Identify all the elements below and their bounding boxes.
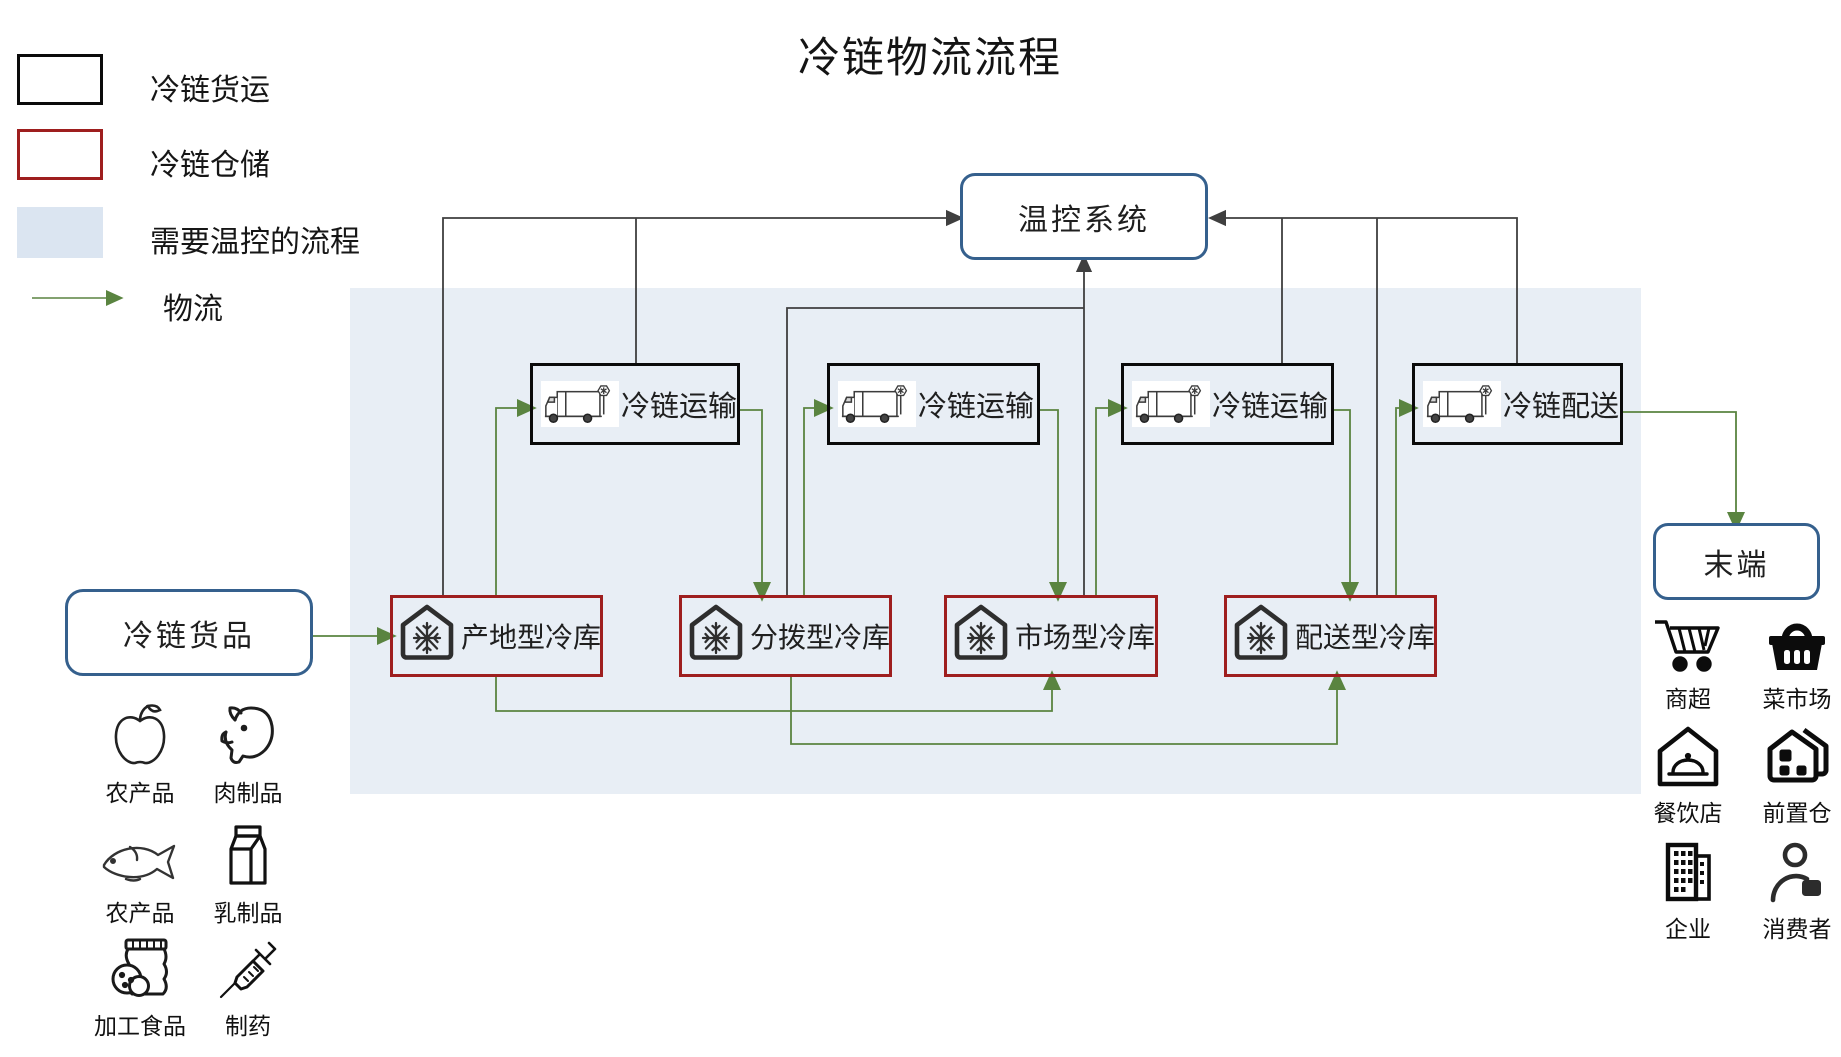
product-item: 制药 — [193, 933, 303, 1041]
endpoint-label: 菜市场 — [1762, 686, 1832, 712]
product-label: 乳制品 — [213, 900, 283, 926]
flow-transport1-to-warehouse2 — [740, 409, 771, 602]
warehouse1-label: 产地型冷库 — [461, 622, 602, 653]
cart-icon — [1652, 614, 1724, 674]
endpoint-item: 消费者 — [1749, 838, 1841, 944]
endpoint-label: 前置仓 — [1762, 800, 1832, 826]
terminal-label: 末端 — [1703, 548, 1770, 582]
transport4-node: 冷链配送 — [1412, 363, 1623, 445]
cold-storage-house-icon — [954, 604, 1008, 669]
transport3-node: 冷链运输 — [1121, 363, 1334, 445]
building-icon — [1661, 838, 1715, 904]
temp-system-node: 温控系统 — [960, 173, 1208, 260]
fish-icon — [100, 826, 180, 888]
endpoint-label: 消费者 — [1762, 916, 1832, 942]
product-item: 乳制品 — [193, 825, 303, 928]
warehouse2-node: 分拨型冷库 — [679, 595, 892, 677]
product-item: 农产品 — [85, 826, 195, 928]
transport1-label: 冷链运输 — [621, 391, 738, 423]
product-item: 加工食品 — [85, 933, 195, 1041]
warehouse4-label: 配送型冷库 — [1295, 622, 1436, 653]
temp-system-label: 温控系统 — [1018, 203, 1150, 237]
warehouse3-label: 市场型冷库 — [1015, 622, 1156, 653]
legend-storage-swatch — [17, 129, 103, 180]
terminal-node: 末端 — [1653, 523, 1820, 600]
product-label: 肉制品 — [213, 780, 283, 806]
flow-warehouse1-to-transport1 — [495, 399, 537, 595]
apple-icon — [111, 698, 169, 768]
product-label: 制药 — [225, 1013, 271, 1039]
transport3-label: 冷链运输 — [1212, 391, 1329, 423]
endpoint-label: 餐饮店 — [1653, 800, 1723, 826]
refrigerated-truck-icon — [1132, 381, 1210, 427]
wire-warehouse1-to-temp-system — [442, 209, 964, 595]
forward-warehouse-icon — [1764, 722, 1830, 788]
legend-temp-zone-swatch — [17, 207, 103, 258]
legend-freight-swatch — [17, 54, 103, 105]
temp-monitoring-wires — [442, 209, 1518, 595]
page-title: 冷链物流流程 — [797, 34, 1062, 81]
transport1-node: 冷链运输 — [530, 363, 740, 445]
cold-storage-house-icon — [400, 604, 454, 669]
snack-icon — [106, 933, 174, 1001]
legend-storage-label: 冷链仓储 — [150, 149, 270, 182]
flow-transport3-to-warehouse4 — [1334, 409, 1359, 602]
cold-storage-house-icon — [689, 604, 743, 669]
restaurant-icon — [1656, 722, 1720, 788]
product-label: 农产品 — [105, 900, 175, 926]
endpoint-item: 商超 — [1640, 614, 1736, 714]
endpoint-label: 商超 — [1665, 686, 1711, 712]
temp-controlled-zone — [350, 288, 1641, 794]
flow-transport2-to-warehouse3 — [1040, 409, 1067, 602]
endpoint-label: 企业 — [1665, 916, 1711, 942]
cold-storage-house-icon — [1234, 604, 1288, 669]
legend-freight-label: 冷链货运 — [150, 74, 270, 107]
milk-icon — [223, 825, 273, 888]
endpoint-item: 餐饮店 — [1640, 722, 1736, 828]
endpoint-item: 菜市场 — [1749, 614, 1841, 714]
wire-warehouse2-to-temp-system — [786, 307, 1084, 595]
warehouse2-label: 分拨型冷库 — [750, 622, 891, 653]
product-label: 农产品 — [105, 780, 175, 806]
transport2-label: 冷链运输 — [918, 391, 1035, 423]
warehouse4-node: 配送型冷库 — [1224, 595, 1437, 677]
transport2-node: 冷链运输 — [827, 363, 1040, 445]
warehouse1-node: 产地型冷库 — [390, 595, 603, 677]
flow-warehouse2-to-warehouse4 — [790, 670, 1346, 745]
legend-logistics-label: 物流 — [163, 293, 223, 326]
product-label: 加工食品 — [94, 1013, 186, 1039]
flow-warehouse2-to-transport2 — [803, 399, 834, 595]
consumer-icon — [1768, 838, 1826, 904]
pig-icon — [217, 698, 279, 768]
flow-warehouse4-to-transport4 — [1395, 399, 1419, 595]
legend-temp-zone-label: 需要温控的流程 — [150, 226, 360, 259]
flow-warehouse3-to-transport3 — [1095, 399, 1128, 595]
product-item: 肉制品 — [193, 698, 303, 808]
transport4-label: 冷链配送 — [1503, 391, 1620, 423]
logistics-flow-wires — [32, 290, 1745, 745]
flow-transport4-to-terminal — [1623, 411, 1745, 532]
warehouse3-node: 市场型冷库 — [944, 595, 1158, 677]
refrigerated-truck-icon — [541, 381, 619, 427]
wire-transport4-to-temp-system — [1208, 209, 1518, 363]
endpoint-item: 企业 — [1640, 838, 1736, 944]
syringe-icon — [217, 933, 279, 1001]
product-item: 农产品 — [85, 698, 195, 808]
endpoint-item: 前置仓 — [1749, 722, 1841, 828]
refrigerated-truck-icon — [1423, 381, 1501, 427]
refrigerated-truck-icon — [838, 381, 916, 427]
goods-label: 冷链货品 — [123, 619, 255, 653]
flow-warehouse1-to-warehouse3 — [495, 670, 1061, 712]
basket-icon — [1765, 614, 1829, 674]
goods-node: 冷链货品 — [65, 589, 313, 676]
